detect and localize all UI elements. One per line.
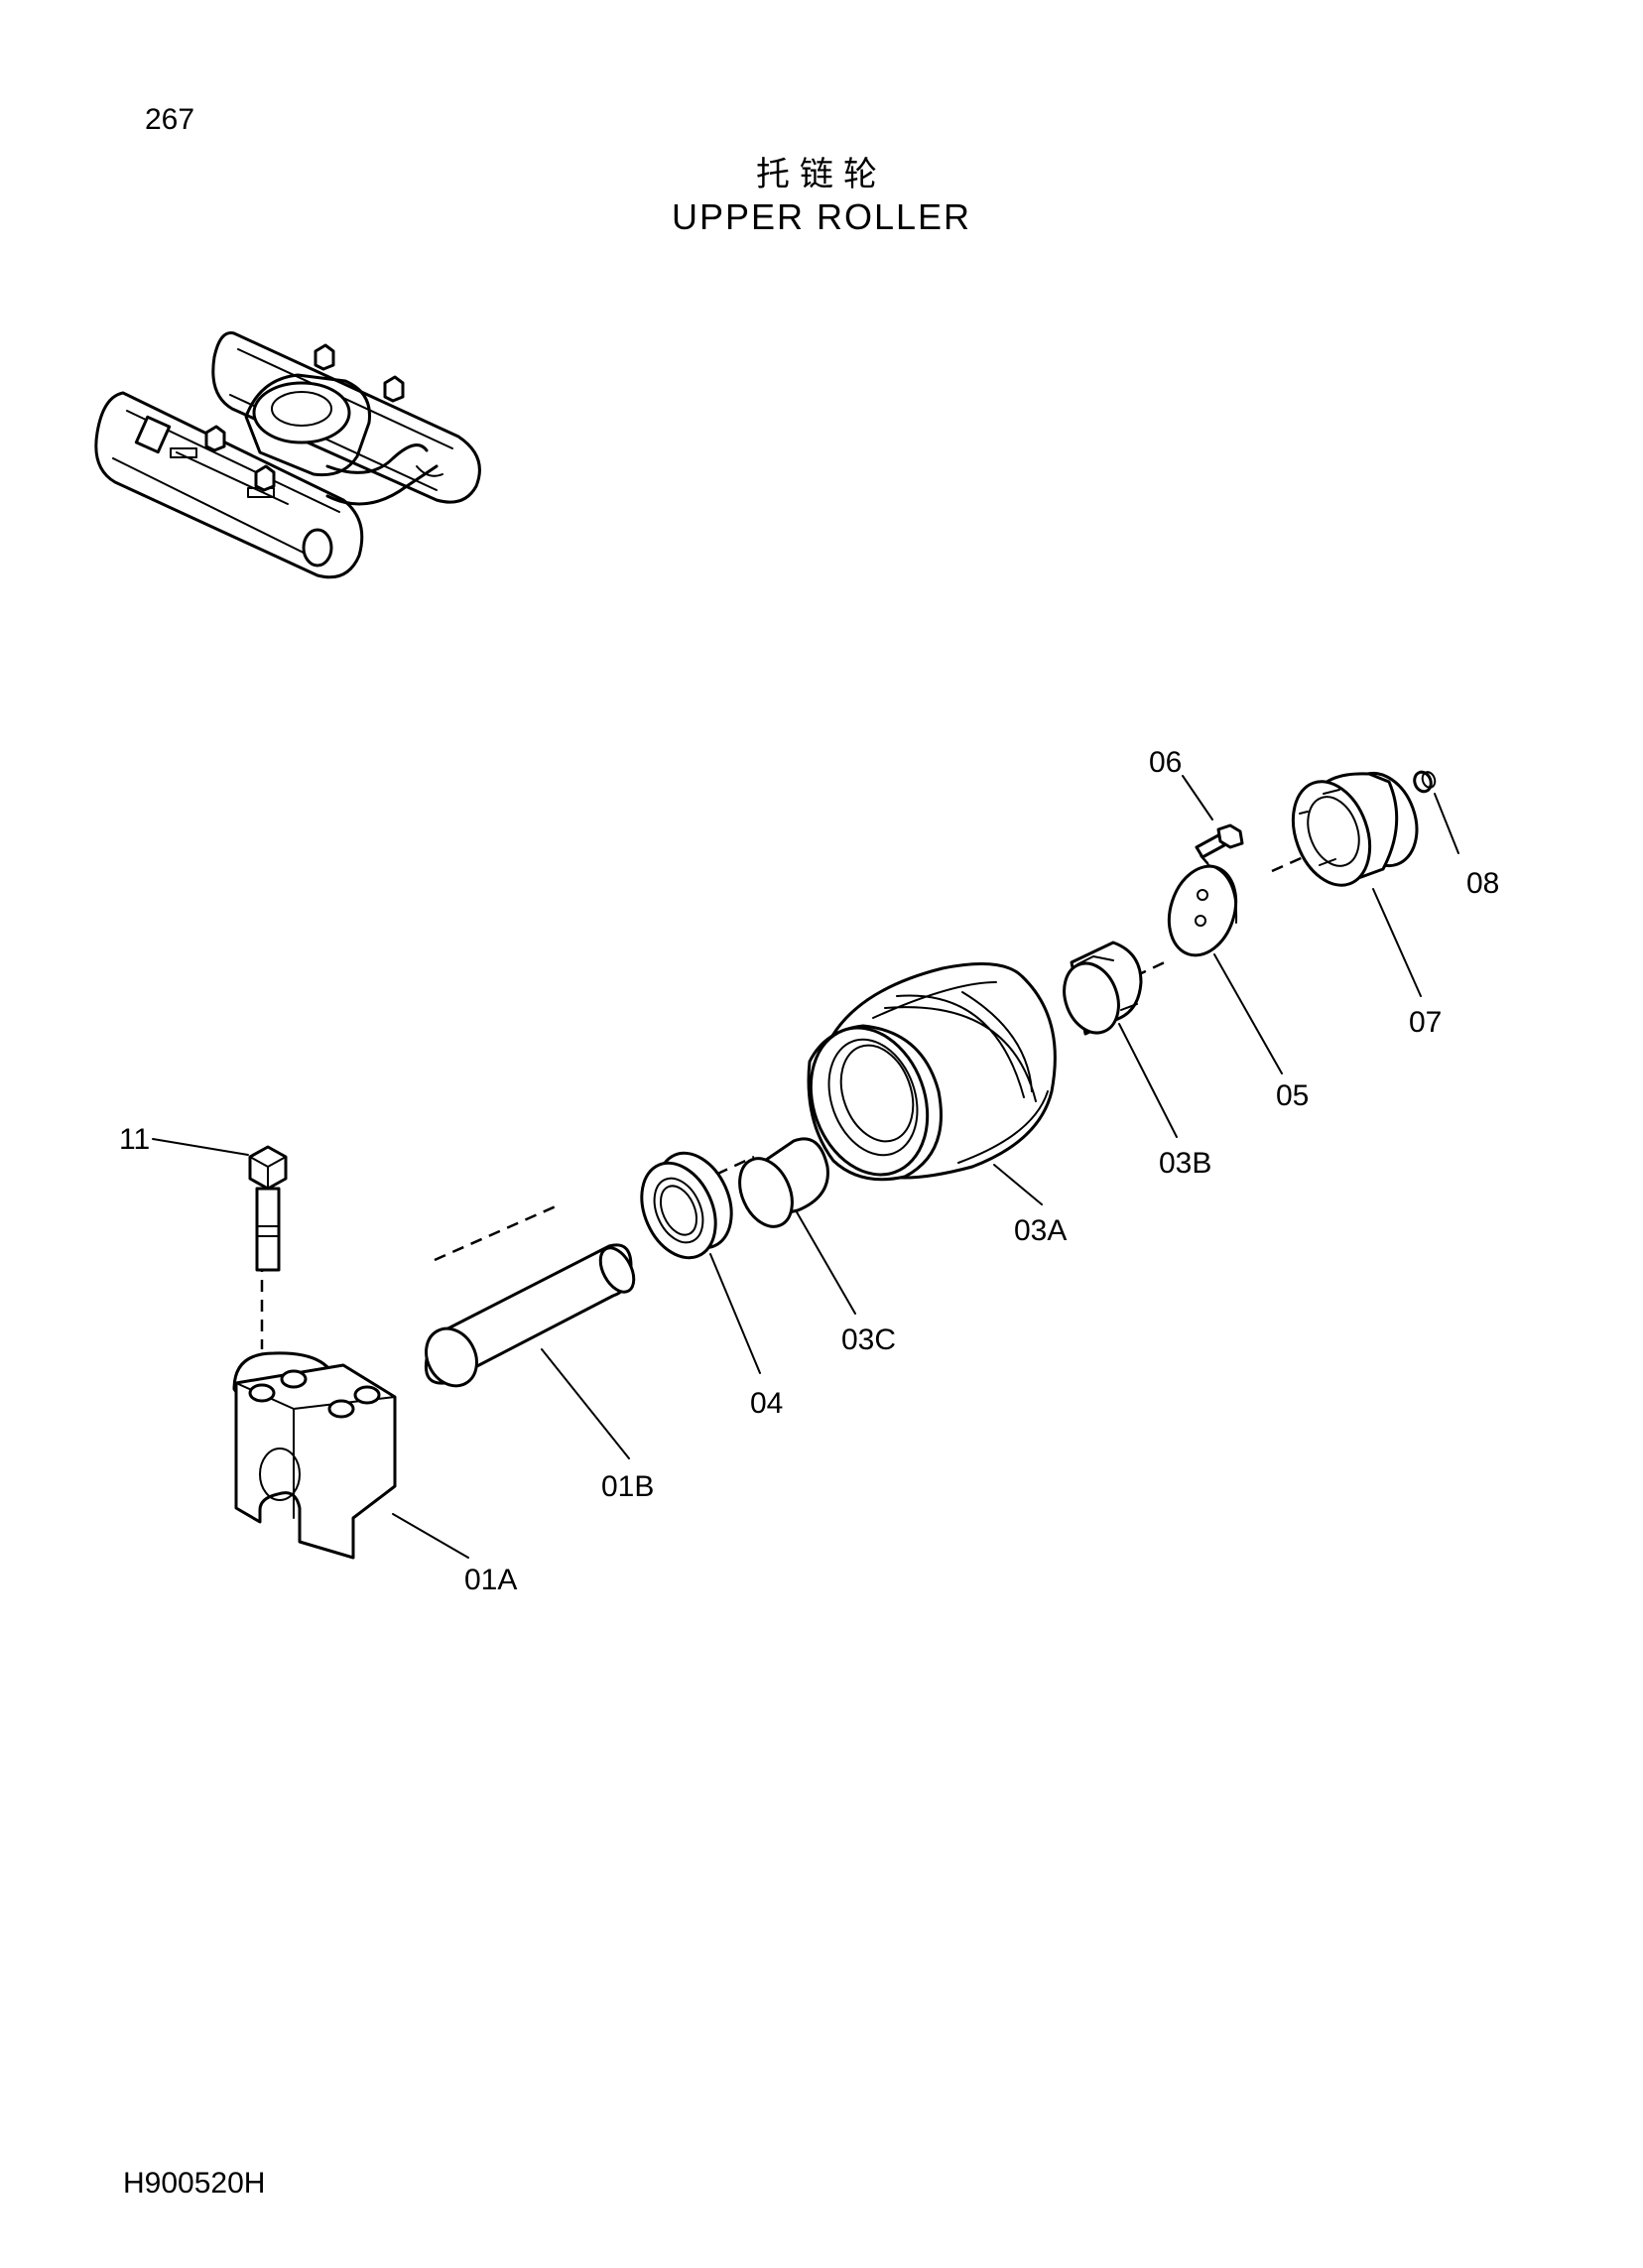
callout-04: 04 (750, 1387, 783, 1420)
part-01A-bracket (232, 1351, 397, 1560)
part-03C-bushing (738, 1137, 829, 1228)
page-number: 267 (145, 103, 195, 136)
part-11-bolt (248, 1145, 288, 1272)
part-03B-flanged-bushing (1063, 941, 1143, 1036)
callout-07: 07 (1409, 1006, 1442, 1039)
title-chinese: 托链轮 (756, 155, 887, 194)
part-08-plug (1413, 770, 1437, 794)
part-07-end-cap (1291, 771, 1419, 887)
part-01B-shaft (424, 1243, 636, 1388)
part-06-screw (1195, 823, 1244, 859)
callout-08: 08 (1466, 867, 1499, 900)
part-05-cover-plate (1167, 864, 1238, 957)
leader-lines (152, 775, 1459, 1559)
assembly-axis (260, 853, 1309, 1349)
callout-11: 11 (119, 1123, 150, 1156)
part-04-seal (640, 1151, 733, 1260)
title-english: UPPER ROLLER (671, 196, 972, 237)
track-frame-locator-illustration (94, 331, 481, 579)
callout-05: 05 (1276, 1079, 1309, 1112)
callout-01B: 01B (601, 1470, 654, 1503)
callout-01A: 01A (464, 1564, 517, 1596)
callout-06: 06 (1149, 746, 1182, 779)
callout-03A: 03A (1014, 1214, 1067, 1247)
callout-03C: 03C (841, 1323, 896, 1356)
document-code: H900520H (123, 2167, 266, 2200)
part-03A-roller (807, 962, 1057, 1182)
callout-03B: 03B (1159, 1147, 1211, 1180)
callout-labels: 06 08 07 05 03B 03A 11 03C 04 01B 01A (119, 746, 1499, 1596)
